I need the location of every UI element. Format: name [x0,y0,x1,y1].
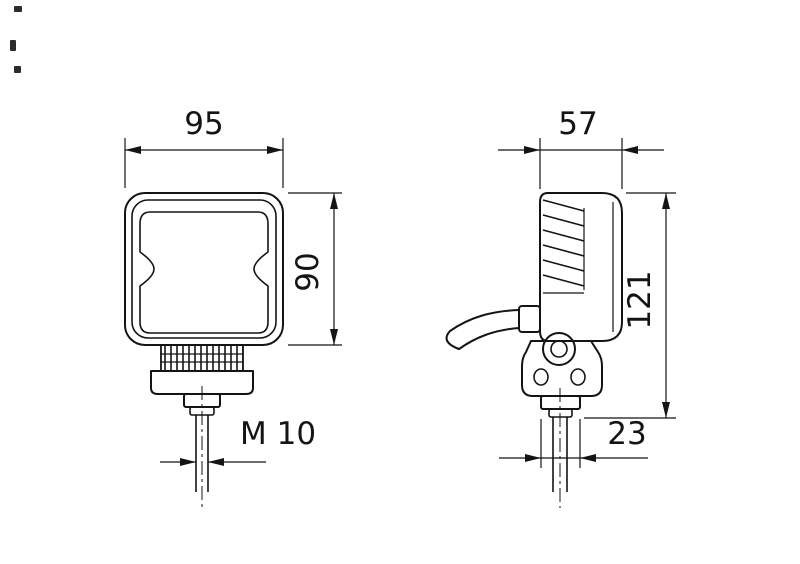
dim-label-front-height: 90 [290,252,326,291]
dim-label-total-height: 121 [622,270,658,329]
side-view [445,192,623,508]
cable-connector-side [518,305,541,333]
lamp-housing-front-inner [131,199,277,339]
cable-side [445,309,520,350]
pivot-bolt-side [542,332,576,366]
dim-stud-offset: 23 [499,416,648,468]
bracket-side [521,340,603,397]
dim-label-thread: M 10 [240,416,316,452]
stud-side [552,417,568,492]
scan-artifacts [10,6,22,73]
pivot-bolt-inner [550,340,568,358]
front-view [124,192,284,508]
heatsink-fins-side [542,199,585,294]
dimensions: 95 90 M 10 57 121 [124,106,676,468]
heatsink-front [160,344,244,372]
bracket-hole-left [533,368,549,386]
dim-total-height: 121 [584,192,676,419]
dim-front-width: 95 [124,106,284,188]
lamp-housing-front [124,192,284,346]
bracket-hole-right [570,368,586,386]
lens-front [139,211,269,334]
dim-depth: 57 [498,106,664,189]
dim-label-front-width: 95 [184,106,223,142]
bracket-front [150,370,254,395]
dim-front-height: 90 [288,192,342,346]
dim-label-depth: 57 [558,106,597,142]
lamp-housing-side [539,192,623,342]
stud-front [195,415,209,492]
dim-label-stud-offset: 23 [607,416,646,452]
dim-thread: M 10 [160,416,316,466]
